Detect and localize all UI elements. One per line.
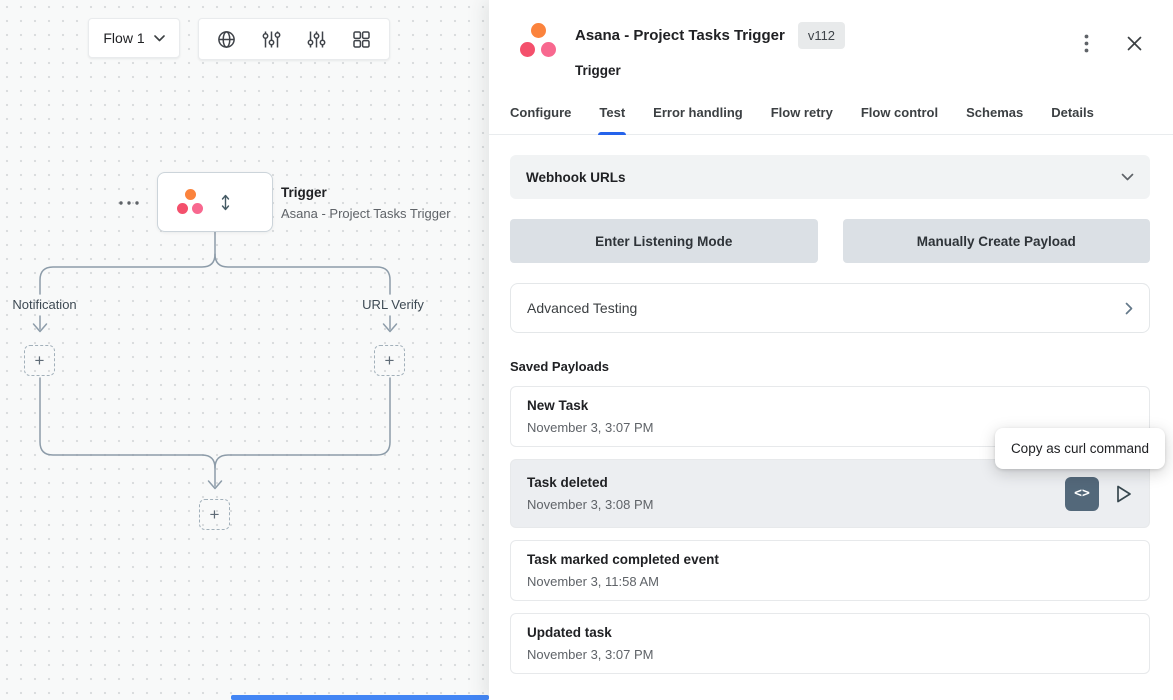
advanced-testing-label: Advanced Testing [527,300,638,316]
enter-listening-mode-button[interactable]: Enter Listening Mode [510,219,818,263]
panel-tabs: Configure Test Error handling Flow retry… [489,92,1173,135]
run-payload-button[interactable] [1114,484,1133,504]
tab-schemas[interactable]: Schemas [966,105,1024,120]
chevron-right-icon [1125,302,1133,315]
payload-item-updated-task[interactable]: Updated task November 3, 3:07 PM [510,613,1150,674]
add-node-button-url-verify[interactable]: + [374,345,405,376]
payload-title: New Task [527,398,589,413]
plus-icon: + [384,350,395,370]
flow-selector-label: Flow 1 [103,30,145,46]
node-menu-icon[interactable] [118,194,144,212]
test-tab-content: Webhook URLs Enter Listening Mode Manual… [489,135,1173,674]
swap-vertical-icon [220,194,231,211]
test-action-buttons: Enter Listening Mode Manually Create Pay… [510,219,1150,263]
tab-flow-control[interactable]: Flow control [860,105,939,120]
plus-icon: + [34,350,45,370]
panel-header: Asana - Project Tasks Trigger v112 Trigg… [489,0,1173,78]
kebab-menu-icon[interactable] [1075,32,1097,54]
payload-date: November 3, 3:07 PM [527,647,654,662]
tab-configure[interactable]: Configure [510,105,572,120]
add-node-button-merge[interactable]: + [199,499,230,530]
version-badge[interactable]: v112 [797,22,846,49]
globe-icon[interactable] [214,27,238,51]
saved-payloads-heading: Saved Payloads [510,359,609,374]
code-icon: <> [1074,486,1090,501]
add-node-button-notification[interactable]: + [24,345,55,376]
asana-logo-icon [175,188,205,216]
tab-flow-retry[interactable]: Flow retry [770,105,833,120]
copy-curl-tooltip: Copy as curl command [994,428,1165,469]
branch-label-url-verify: URL Verify [362,297,424,312]
payload-date: November 3, 3:08 PM [527,497,654,512]
sliders-icon[interactable] [259,27,283,51]
payload-title: Task deleted [527,475,608,490]
webhook-urls-section[interactable]: Webhook URLs [510,155,1150,199]
trigger-detail-panel: Asana - Project Tasks Trigger v112 Trigg… [489,0,1173,700]
payload-date: November 3, 11:58 AM [527,574,659,589]
chevron-down-icon [153,34,165,41]
payload-item-task-marked-completed[interactable]: Task marked completed event November 3, … [510,540,1150,601]
canvas-horizontal-scrollbar[interactable] [231,695,489,700]
play-icon [1117,485,1131,502]
flow-connector-lines [32,231,398,490]
payload-title: Updated task [527,625,612,640]
node-title: Trigger [281,185,327,200]
panel-title: Asana - Project Tasks Trigger [575,27,785,44]
chevron-down-icon [1121,173,1134,181]
tab-test[interactable]: Test [598,92,626,135]
flow-selector[interactable]: Flow 1 [88,18,180,58]
payload-item-task-deleted[interactable]: Task deleted November 3, 3:08 PM <> [510,459,1150,528]
canvas-toolbar [198,18,390,60]
trigger-node[interactable] [157,172,273,232]
manually-create-payload-button[interactable]: Manually Create Payload [842,219,1150,263]
tab-error-handling[interactable]: Error handling [653,105,743,120]
webhook-urls-label: Webhook URLs [526,169,626,185]
payload-date: November 3, 3:07 PM [527,420,654,435]
branch-label-notification: Notification [12,297,77,312]
payload-title: Task marked completed event [527,552,719,567]
grid-icon[interactable] [350,27,374,51]
plus-icon: + [209,504,220,524]
tab-details[interactable]: Details [1051,105,1094,120]
flow-canvas[interactable]: Flow 1 [0,0,489,700]
copy-as-curl-button[interactable]: <> [1065,476,1099,511]
node-caption: Trigger Asana - Project Tasks Trigger [281,185,451,221]
advanced-testing-card[interactable]: Advanced Testing [510,283,1150,333]
node-subtitle: Asana - Project Tasks Trigger [281,206,451,221]
panel-subtitle: Trigger [575,63,621,78]
sliders-alt-icon[interactable] [305,27,329,51]
asana-logo-icon [517,22,559,60]
close-icon[interactable] [1123,32,1145,54]
